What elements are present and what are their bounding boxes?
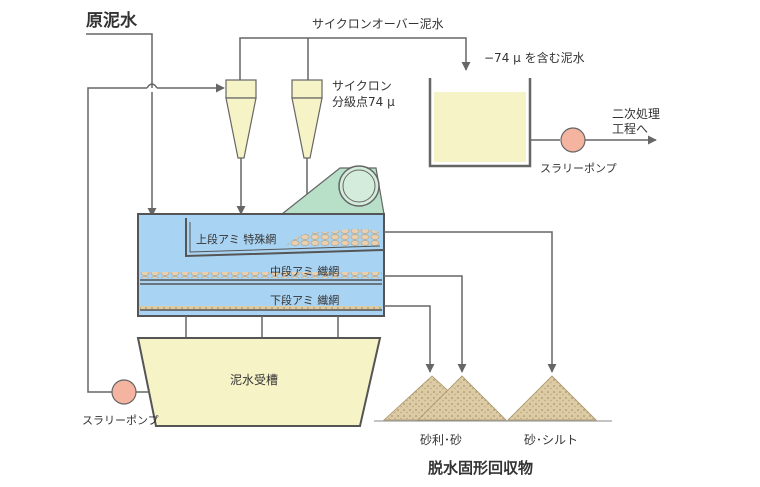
slurry-return-line	[87, 88, 224, 393]
cyclone-label-1: サイクロン	[332, 79, 392, 93]
secondary-label-2: 工程へ	[612, 121, 648, 136]
cyclone-overflow-line	[239, 37, 466, 80]
upper-screen-label: 上段アミ 特殊網	[196, 232, 276, 246]
vibrating-screen	[137, 213, 385, 317]
cyclone-label-2: 分級点74 µ	[332, 95, 395, 109]
secondary-label-1: 二次処理	[612, 107, 660, 121]
cyclone-left	[225, 79, 257, 159]
settling-tank	[428, 78, 532, 168]
sand-silt-pile	[507, 375, 597, 421]
middle-screen-label: 中段アミ 織網	[270, 264, 339, 278]
recovered-solids-label: 脱水固形回収物	[428, 459, 533, 477]
cyclone-overflow-label: サイクロンオーバー泥水	[312, 17, 444, 31]
slurry-pump-right	[560, 127, 586, 153]
conveyor-belt	[280, 165, 385, 215]
slurry-pump-right-label: スラリーポンプ	[540, 162, 617, 175]
slurry-pump-left-label: スラリーポンプ	[82, 414, 159, 427]
cyclone-right	[291, 79, 323, 159]
sand-silt-label: 砂･シルト	[524, 433, 578, 447]
raw-mud-water-label: 原泥水	[86, 10, 138, 31]
mud-tank	[136, 337, 382, 427]
gravel-sand-label: 砂利･砂	[420, 433, 462, 447]
raw-mud-water-line	[86, 33, 152, 216]
gravel-sand-piles	[382, 375, 507, 421]
lower-screen-label: 下段アミ 織網	[270, 293, 339, 307]
mud-tank-label: 泥水受槽	[230, 373, 278, 387]
minus74-label: −74 µ を含む泥水	[484, 50, 585, 65]
slurry-pump-left	[111, 379, 137, 405]
